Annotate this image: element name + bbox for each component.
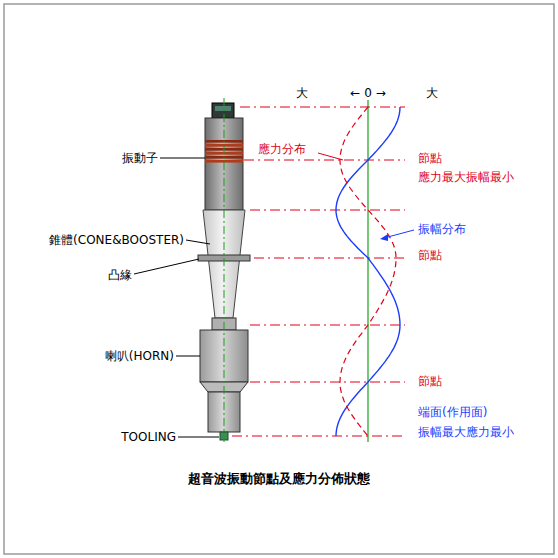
note-label: 振幅最大應力最小 xyxy=(418,425,514,439)
part-label: 錐體(CONE&BOOSTER) xyxy=(49,233,184,247)
node-label: 節點 xyxy=(418,248,442,262)
scale-label: 大 xyxy=(426,86,438,100)
note-label: 端面(作用面) xyxy=(418,405,487,419)
scale-label: 大 xyxy=(296,86,308,100)
axis-zero: ← 0 → xyxy=(350,86,385,100)
caption: 超音波振動節點及應力分佈狀態 xyxy=(188,470,370,488)
part-label: 振動子 xyxy=(122,151,158,165)
note-label: 應力最大振幅最小 xyxy=(418,170,514,184)
part-label: TOOLING xyxy=(121,430,176,444)
node-label: 節點 xyxy=(418,374,442,388)
part-label: 喇叭(HORN) xyxy=(105,349,174,363)
node-label: 節點 xyxy=(418,151,442,165)
curve-label: 振幅分布 xyxy=(418,222,466,236)
part-label: 凸緣 xyxy=(108,268,132,282)
curve-label: 應力分布 xyxy=(258,142,306,156)
